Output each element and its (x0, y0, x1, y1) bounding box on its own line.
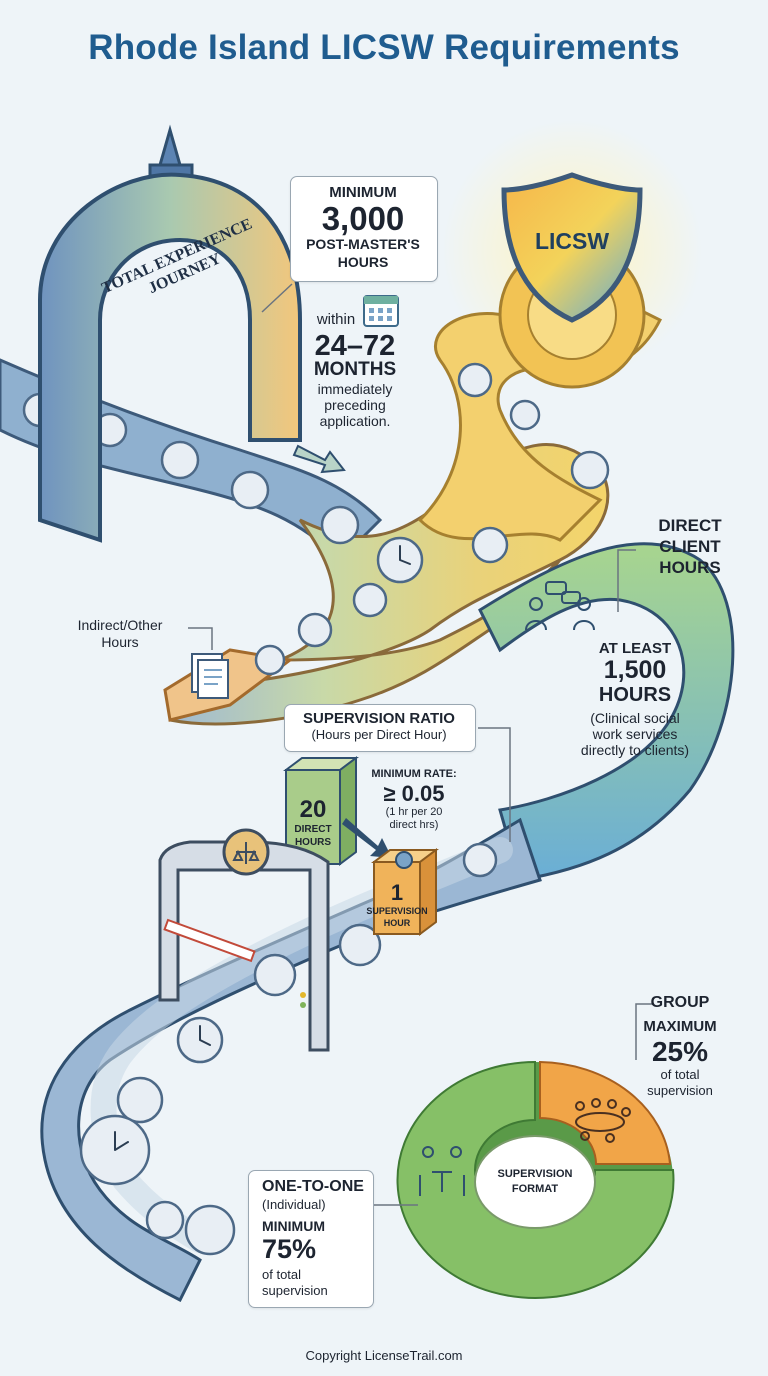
gate (158, 828, 330, 1052)
direct-hours-title-1: DIRECT (658, 516, 722, 535)
timeframe-within: within (316, 311, 356, 328)
direct-block-label-2: HOURS (294, 837, 332, 848)
group-meeting-icon (575, 1098, 631, 1143)
group-qualifier: MAXIMUM (643, 1018, 717, 1035)
min-rate-label: MINIMUM RATE: (371, 768, 457, 780)
direct-hours-at-least: AT LEAST (598, 640, 672, 657)
timeframe-note-2: preceding (324, 397, 386, 413)
supervision-format-line-2: FORMAT (511, 1183, 559, 1195)
supervision-hour-block (371, 848, 439, 936)
total-hours-unit: HOURS (337, 254, 389, 270)
group-title: GROUP (650, 994, 710, 1011)
individual-note-2: supervision (262, 1283, 328, 1298)
individual-value: 75% (262, 1234, 317, 1264)
licsw-shield (501, 172, 643, 323)
supervision-block-label-2: HOUR (383, 918, 411, 928)
calendar-icon (363, 295, 399, 327)
supervision-ratio-title: SUPERVISION RATIO (303, 710, 455, 727)
direct-hours-title-2: CLIENT (659, 537, 721, 556)
timeframe-note-3: application. (319, 413, 391, 429)
timeframe-note-1: immediately (317, 381, 393, 397)
indirect-hours-line-1: Indirect/Other (77, 617, 163, 633)
conversation-icon (525, 581, 595, 631)
direct-hours-note-1: (Clinical social (590, 710, 680, 726)
group-value: 25% (651, 1036, 709, 1067)
supervision-block-number: 1 (390, 880, 404, 905)
individual-title: ONE-TO-ONE (262, 1178, 364, 1195)
direct-hours-title-3: HOURS (659, 558, 721, 577)
supervision-ratio-subtitle: (Hours per Direct Hour) (311, 727, 447, 742)
direct-block-label-1: DIRECT (294, 824, 332, 835)
individual-box (248, 1170, 374, 1308)
direct-hours-value: 1,500 (603, 656, 667, 684)
document-icon (191, 653, 229, 699)
group-note-1: of total (660, 1067, 700, 1082)
leader-lines (188, 283, 654, 1206)
copyright: Copyright LicenseTrail.com (305, 1348, 463, 1363)
page-title: Rhode Island LICSW Requirements (88, 28, 680, 67)
supervision-block-label-1: SUPERVISION (366, 906, 428, 916)
direct-hours-unit: HOURS (598, 684, 672, 706)
total-hours-value: 3,000 (321, 200, 405, 237)
supervision-donut (396, 1060, 675, 1299)
group-note-2: supervision (647, 1083, 713, 1098)
total-hours-box (290, 176, 438, 282)
ratio-arrow (342, 818, 392, 858)
total-hours-qualifier: POST-MASTER'S (306, 236, 420, 252)
timeframe-unit: MONTHS (313, 359, 397, 380)
licsw-badge-label: LICSW (534, 228, 610, 254)
individual-sub: (Individual) (262, 1197, 326, 1212)
indirect-hours-line-2: Hours (101, 634, 139, 650)
min-rate-note-1: (1 hr per 20 (385, 806, 443, 818)
direct-hours-note-3: directly to clients) (580, 742, 690, 758)
supervision-ratio-box (284, 704, 476, 752)
total-hours-minimum: MINIMUM (329, 184, 397, 201)
direct-hours-note-2: work services (592, 726, 678, 742)
individual-meeting-icon (419, 1146, 465, 1196)
supervision-format-line-1: SUPERVISION (497, 1168, 573, 1180)
individual-qualifier: MINIMUM (262, 1218, 325, 1234)
min-rate-note-2: direct hrs) (389, 819, 439, 831)
timeframe-value: 24–72 (314, 330, 396, 362)
individual-note-1: of total (262, 1267, 302, 1282)
min-rate-value: ≥ 0.05 (383, 781, 445, 806)
clock-hands (114, 545, 411, 1151)
experience-arch (38, 124, 302, 543)
direction-arrow (292, 444, 346, 474)
direct-block-number: 20 (299, 796, 327, 823)
